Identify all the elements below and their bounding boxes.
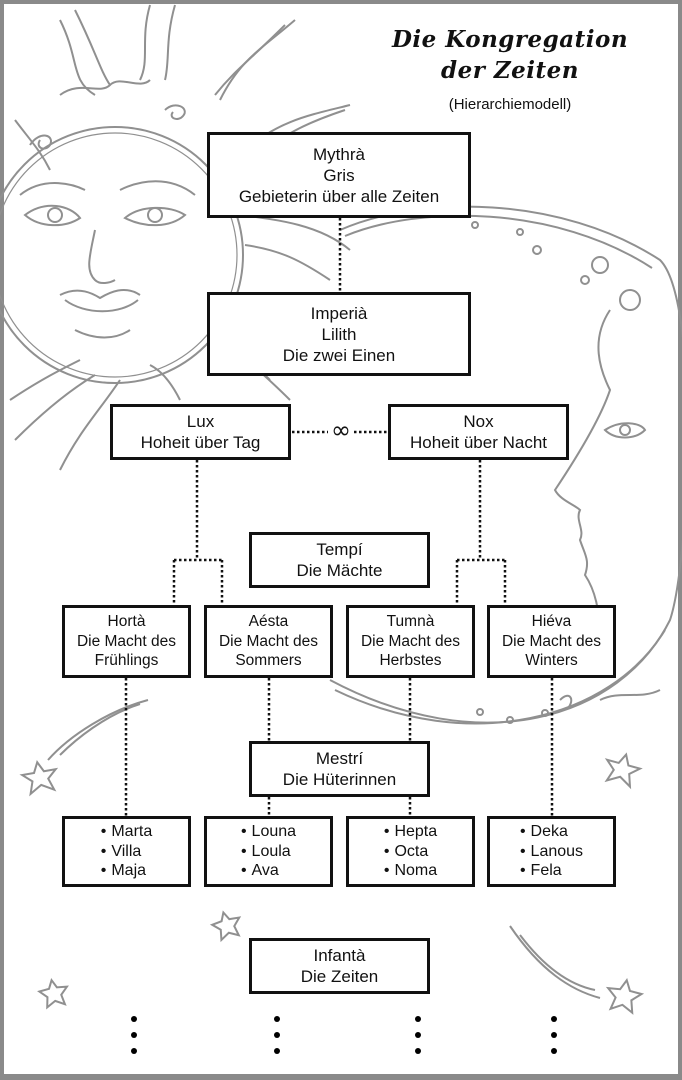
node-season-winter: Hiéva Die Macht des Winters xyxy=(487,605,616,678)
node-role: Herbstes xyxy=(379,652,442,670)
sun-face-icon xyxy=(0,126,244,384)
list-item: Ava xyxy=(241,861,296,881)
node-name: Aésta xyxy=(248,613,289,631)
list-item: Loula xyxy=(241,842,296,862)
list-item: Maja xyxy=(101,861,153,881)
node-role: Die Mächte xyxy=(296,561,383,580)
star-icon xyxy=(605,978,645,1015)
guardian-list-autumn: Hepta Octa Noma xyxy=(346,816,475,887)
node-mythra: Mythrà Gris Gebieterin über alle Zeiten xyxy=(207,132,471,218)
node-role: Hoheit über Tag xyxy=(140,433,261,452)
node-name: Tempí xyxy=(316,540,363,559)
node-role: Gebieterin über alle Zeiten xyxy=(238,186,440,206)
sun-rays-icon xyxy=(9,4,351,471)
guardian-list-summer: Louna Loula Ava xyxy=(204,816,333,887)
list-item: Marta xyxy=(101,822,152,842)
continuation-dots-icon xyxy=(415,1016,421,1054)
star-icon xyxy=(19,760,59,797)
node-name: Mestrí xyxy=(315,749,364,768)
list-item: Hepta xyxy=(384,822,437,842)
title-line-1: Die Kongregation xyxy=(391,26,629,53)
shooting-stars xyxy=(19,699,645,1015)
node-role: Sommers xyxy=(235,652,302,670)
node-role: Die zwei Einen xyxy=(282,345,396,365)
continuation-dots-icon xyxy=(274,1016,280,1054)
title-line-2: der Zeiten xyxy=(441,57,579,84)
node-name: Mythrà xyxy=(313,144,365,164)
continuation-dots-icon xyxy=(551,1016,557,1054)
node-infanta: Infantà Die Zeiten xyxy=(249,938,430,994)
node-season-summer: Aésta Die Macht des Sommers xyxy=(204,605,333,678)
star-icon xyxy=(209,910,242,943)
node-name: Tumnà xyxy=(386,613,435,631)
infinity-icon: ∞ xyxy=(331,416,351,444)
star-icon xyxy=(37,978,69,1010)
list-item: Octa xyxy=(384,842,437,862)
node-season-autumn: Tumnà Die Macht des Herbstes xyxy=(346,605,475,678)
diagram-subtitle: (Hierarchiemodell) xyxy=(448,96,572,113)
guardian-list-winter: Deka Lanous Fela xyxy=(487,816,616,887)
node-role: Die Macht des xyxy=(76,632,177,650)
list-item: Noma xyxy=(384,861,437,881)
node-alias: Gris xyxy=(323,165,355,185)
node-lux: Lux Hoheit über Tag xyxy=(110,404,291,460)
node-tempi: Tempí Die Mächte xyxy=(249,532,430,588)
node-role: Frühlings xyxy=(94,652,159,670)
list-item: Deka xyxy=(520,822,583,842)
node-role: Die Macht des xyxy=(218,632,319,650)
guardian-list-spring: Marta Villa Maja xyxy=(62,816,191,887)
node-name: Hortà xyxy=(107,613,146,631)
node-role: Hoheit über Nacht xyxy=(409,433,548,452)
node-role: Die Macht des xyxy=(360,632,461,650)
star-icon xyxy=(604,752,643,790)
node-role: Die Zeiten xyxy=(300,967,379,986)
node-role: Winters xyxy=(525,652,578,670)
node-nox: Nox Hoheit über Nacht xyxy=(388,404,569,460)
node-role: Die Macht des xyxy=(501,632,602,650)
node-season-spring: Hortà Die Macht des Frühlings xyxy=(62,605,191,678)
node-mestri: Mestrí Die Hüterinnen xyxy=(249,741,430,797)
list-item: Villa xyxy=(101,842,153,862)
node-name: Infantà xyxy=(313,946,366,965)
sun-illustration xyxy=(0,4,351,471)
list-item: Louna xyxy=(241,822,297,842)
continuation-dots-icon xyxy=(131,1016,137,1054)
moon-illustration xyxy=(329,205,682,725)
node-name: Hiéva xyxy=(531,613,572,631)
node-name: Imperià xyxy=(310,303,368,323)
node-alias: Lilith xyxy=(321,324,357,344)
list-item: Fela xyxy=(520,861,583,881)
node-name: Lux xyxy=(186,412,215,431)
node-imperia: Imperià Lilith Die zwei Einen xyxy=(207,292,471,376)
diagram-title: Die Kongregation der Zeiten xyxy=(380,24,640,86)
connectors xyxy=(124,218,554,816)
node-role: Die Hüterinnen xyxy=(282,770,397,789)
list-item: Lanous xyxy=(520,842,584,862)
node-name: Nox xyxy=(463,412,494,431)
